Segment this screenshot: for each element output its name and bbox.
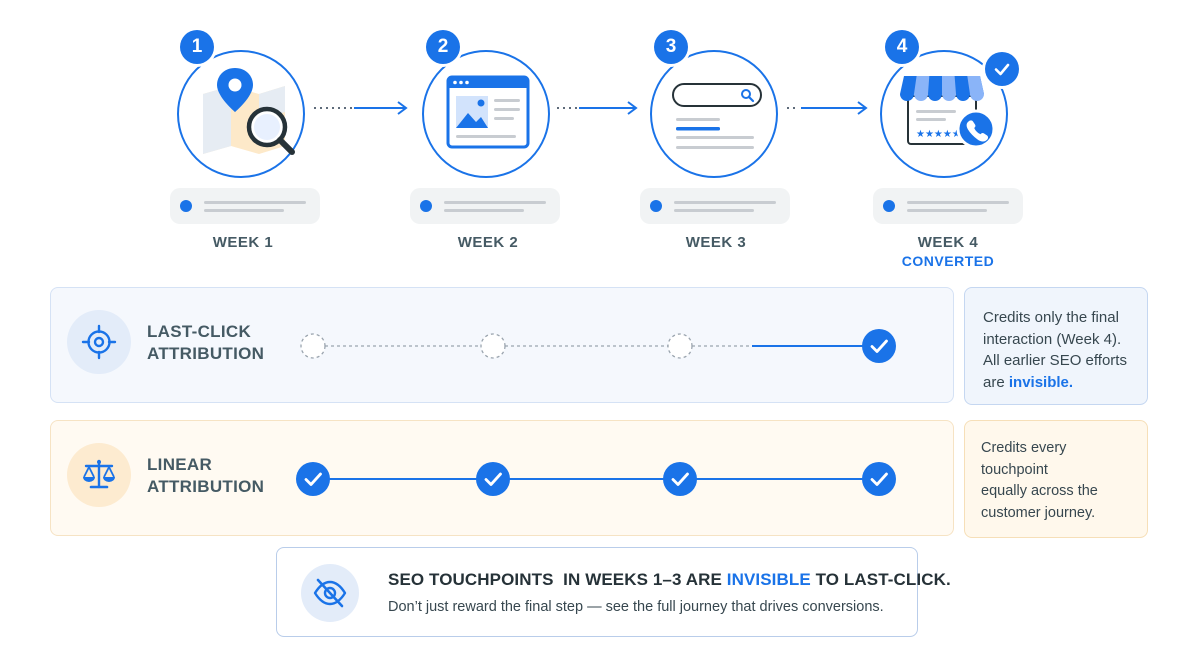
last-click-note-line1: Credits only the final (983, 309, 1119, 326)
linear-credited-check-1 (296, 462, 330, 496)
week-1-label: WEEK 1 (212, 234, 274, 251)
step-3-snippet (640, 188, 790, 224)
last-click-note-highlight: invisible. (1008, 373, 1074, 391)
last-click-note-line2: interaction (Week 4). (983, 330, 1122, 348)
last-click-note-line4: are invisible. (983, 372, 1133, 394)
banner-headline: SEO TOUCHPOINTS IN WEEKS 1–3 ARE INVISIB… (388, 570, 951, 590)
linear-note-line2: equally across the (981, 483, 1098, 499)
last-click-uncredited-node-2 (480, 333, 506, 359)
week-2-label: WEEK 2 (457, 234, 519, 251)
last-click-note-prefix: are (983, 373, 1009, 391)
last-click-attribution-row: LAST-CLICK ATTRIBUTION (50, 287, 954, 403)
last-click-uncredited-node-3 (667, 333, 693, 359)
balance-scale-icon (67, 443, 131, 507)
last-click-uncredited-node-1 (300, 333, 326, 359)
last-click-note: Credits only the final interaction (Week… (964, 287, 1148, 405)
step-2-number: 2 (426, 30, 460, 64)
last-click-track (300, 329, 896, 363)
connector-arrow-2 (557, 101, 638, 115)
converted-check-icon (985, 52, 1019, 86)
step-2-snippet (410, 188, 560, 224)
linear-title-line1: LINEAR (147, 455, 213, 474)
linear-note-line3: customer journey. (981, 504, 1096, 521)
search-results-icon (672, 83, 762, 149)
week-4-label: WEEK 4 (917, 234, 979, 251)
svg-text:★★★★★: ★★★★★ (916, 129, 961, 140)
last-click-title-line1: LAST-CLICK (147, 322, 252, 341)
banner-subtext: Don’t just reward the final step — see t… (388, 599, 884, 615)
step-2-circle (422, 50, 550, 178)
step-1-number: 1 (180, 30, 214, 64)
step-1-circle (177, 50, 305, 178)
linear-note: Credits every touchpoint equally across … (964, 420, 1148, 538)
banner-headline-part1: SEO TOUCHPOINTS IN WEEKS 1–3 ARE (388, 570, 727, 589)
last-click-title-line2: ATTRIBUTION (147, 344, 265, 363)
connector-arrow-3 (787, 101, 868, 115)
step-4-snippet (873, 188, 1023, 224)
linear-title-line2: ATTRIBUTION (147, 477, 265, 496)
step-4-number: 4 (885, 30, 919, 64)
linear-credited-check-2 (476, 462, 510, 496)
linear-track (296, 462, 896, 496)
banner-headline-highlight: INVISIBLE (726, 570, 811, 589)
map-search-icon (203, 68, 295, 155)
linear-attribution-row: LINEAR ATTRIBUTION (50, 420, 954, 536)
last-click-note-line3: All earlier SEO efforts (983, 352, 1127, 369)
banner-headline-part2: TO LAST-CLICK. (810, 570, 951, 589)
step-3-circle (650, 50, 778, 178)
step-1-snippet (170, 188, 320, 224)
eye-slash-icon (301, 564, 359, 622)
linear-note-line1: Credits every touchpoint (981, 440, 1067, 478)
webpage-icon (446, 75, 530, 149)
last-click-credited-check-4 (862, 329, 896, 363)
linear-title: LINEAR ATTRIBUTION (147, 454, 297, 498)
step-3-number: 3 (654, 30, 688, 64)
storefront-phone-icon: ★★★★★ (900, 76, 996, 149)
linear-credited-check-3 (663, 462, 697, 496)
target-icon (67, 310, 131, 374)
linear-credited-check-4 (862, 462, 896, 496)
connector-arrow-1 (314, 101, 408, 115)
insight-banner: SEO TOUCHPOINTS IN WEEKS 1–3 ARE INVISIB… (276, 547, 951, 637)
last-click-title: LAST-CLICK ATTRIBUTION (147, 321, 297, 365)
converted-label: CONVERTED (901, 253, 995, 269)
week-3-label: WEEK 3 (685, 234, 747, 251)
